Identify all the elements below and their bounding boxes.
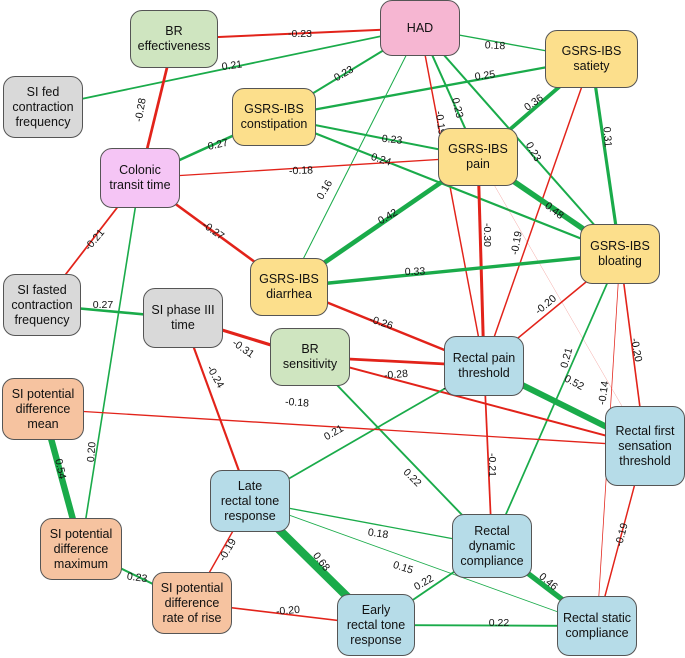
- edge-weight-rectal_pain-rectal_first: 0.52: [562, 373, 586, 393]
- node-constipation: GSRS-IBS constipation: [232, 88, 316, 146]
- edge-weight-si_fasted-si_phase3: 0.27: [93, 299, 114, 311]
- edge-had-diarrhea: [288, 27, 421, 288]
- edge-si_fed-had: [42, 27, 421, 108]
- edge-weight-colonic-si_pd_max: 0.20: [85, 441, 98, 462]
- edge-weight-colonic-constipation: 0.27: [207, 137, 230, 153]
- edge-weight-si_fed-had: 0.21: [221, 58, 243, 73]
- edge-diarrhea-bloating: [288, 252, 621, 289]
- edge-weight-colonic-si_fasted: -0.21: [83, 227, 108, 253]
- edge-weight-early_tone-rectal_static: 0.22: [489, 617, 510, 629]
- node-diarrhea: GSRS-IBS diarrhea: [250, 258, 328, 316]
- node-colonic: Colonic transit time: [100, 148, 180, 208]
- edge-late_tone-rectal_static: [249, 500, 598, 627]
- edge-pain-rectal_pain: [476, 156, 486, 367]
- edge-weight-late_tone-rectal_static: 0.15: [391, 559, 414, 577]
- edge-weight-pain-diarrhea: 0.42: [376, 206, 400, 227]
- edge-weight-had-bloating: 0.23: [523, 140, 544, 164]
- edge-weight-diarrhea-bloating: 0.33: [405, 265, 426, 278]
- edge-weight-br_eff-colonic: -0.28: [133, 97, 149, 123]
- edge-weight-rectal_pain-rectal_dyn: -0.21: [486, 453, 498, 477]
- edge-had-bloating: [419, 27, 621, 255]
- edge-weight-br_sens-rectal_dyn: 0.22: [401, 466, 424, 489]
- edge-late_tone-rectal_dyn: [249, 500, 493, 547]
- edge-weight-diarrhea-rectal_pain: -0.26: [368, 313, 395, 332]
- node-rectal-static: Rectal static compliance: [557, 596, 637, 656]
- edge-satiety-rectal_pain: [483, 58, 593, 367]
- edge-weight-bloating-rectal_dyn: 0.21: [558, 346, 575, 369]
- node-si-phase3: SI phase III time: [143, 288, 223, 348]
- edge-si_pd_mean-rectal_first: [42, 408, 646, 447]
- edge-weight-bloating-rectal_first: -0.20: [628, 337, 644, 363]
- edge-had-rectal_pain: [419, 27, 485, 367]
- edge-weight-br_eff-had: -0.23: [288, 28, 312, 40]
- node-rectal-pain: Rectal pain threshold: [444, 336, 524, 396]
- edge-weight-rectal_first-rectal_static: -0.19: [613, 522, 631, 548]
- edge-weight-bloating-rectal_static: -0.14: [596, 380, 611, 406]
- edge-weight-constipation-bloating: 0.24: [369, 151, 392, 169]
- edge-weight-si_pd_mean-rectal_first: -0.18: [285, 396, 310, 410]
- node-si-fasted: SI fasted contraction frequency: [3, 274, 81, 336]
- edge-weight-early_tone-rectal_dyn: 0.22: [412, 572, 436, 593]
- edge-weight-late_tone-si_pd_rate: -0.19: [217, 536, 239, 563]
- edge-weight-had-constipation: 0.23: [332, 63, 356, 84]
- edge-weight-had-diarrhea: 0.16: [315, 178, 336, 202]
- edge-weight-constipation-pain: 0.23: [381, 133, 403, 147]
- edge-weight-colonic-pain: -0.18: [289, 164, 313, 177]
- edge-weight-late_tone-rectal_dyn: 0.18: [367, 526, 389, 541]
- edge-weight-rectal_pain-late_tone: 0.21: [322, 422, 346, 443]
- node-br-eff: BR effectiveness: [130, 10, 218, 68]
- edge-weight-had-pain: 0.23: [449, 97, 466, 120]
- node-si-pd-max: SI potential difference maximum: [40, 518, 122, 580]
- node-si-pd-rate: SI potential difference rate of rise: [152, 572, 232, 634]
- edge-satiety-bloating: [589, 58, 622, 255]
- node-bloating: GSRS-IBS bloating: [580, 224, 660, 284]
- edge-colonic-pain: [139, 156, 479, 179]
- node-rectal-first: Rectal first sensation threshold: [605, 406, 685, 486]
- node-si-pd-mean: SI potential difference mean: [2, 378, 84, 440]
- edge-weight-satiety-bloating: 0.31: [601, 126, 614, 147]
- node-br-sens: BR sensitivity: [270, 328, 350, 386]
- edge-weight-constipation-satiety: 0.25: [474, 68, 496, 83]
- node-satiety: GSRS-IBS satiety: [545, 30, 638, 88]
- edge-br_sens-rectal_first: [309, 356, 646, 447]
- node-si-fed: SI fed contraction frequency: [3, 76, 83, 138]
- node-late-tone: Late rectal tone response: [210, 470, 290, 532]
- node-early-tone: Early rectal tone response: [337, 594, 415, 656]
- edge-weight-si_pd_rate-early_tone: -0.20: [276, 604, 301, 618]
- edge-weight-br_sens-rectal_pain: -0.28: [384, 368, 409, 382]
- edge-weight-pain-rectal_pain: -0.30: [481, 223, 493, 247]
- edge-weight-had-satiety: 0.18: [484, 39, 505, 52]
- edge-weight-si_pd_mean-si_pd_max: 0.54: [52, 458, 68, 481]
- node-had: HAD: [380, 0, 460, 56]
- edge-weight-bloating-rectal_pain: -0.20: [533, 292, 559, 317]
- edge-weight-satiety-rectal_pain: -0.19: [509, 230, 525, 256]
- node-rectal-dyn: Rectal dynamic compliance: [452, 514, 532, 578]
- node-pain: GSRS-IBS pain: [438, 128, 518, 186]
- edge-colonic-si_pd_max: [80, 177, 141, 550]
- edge-constipation-satiety: [273, 57, 592, 119]
- edge-weight-si_pd_max-si_pd_rate: 0.23: [126, 570, 148, 585]
